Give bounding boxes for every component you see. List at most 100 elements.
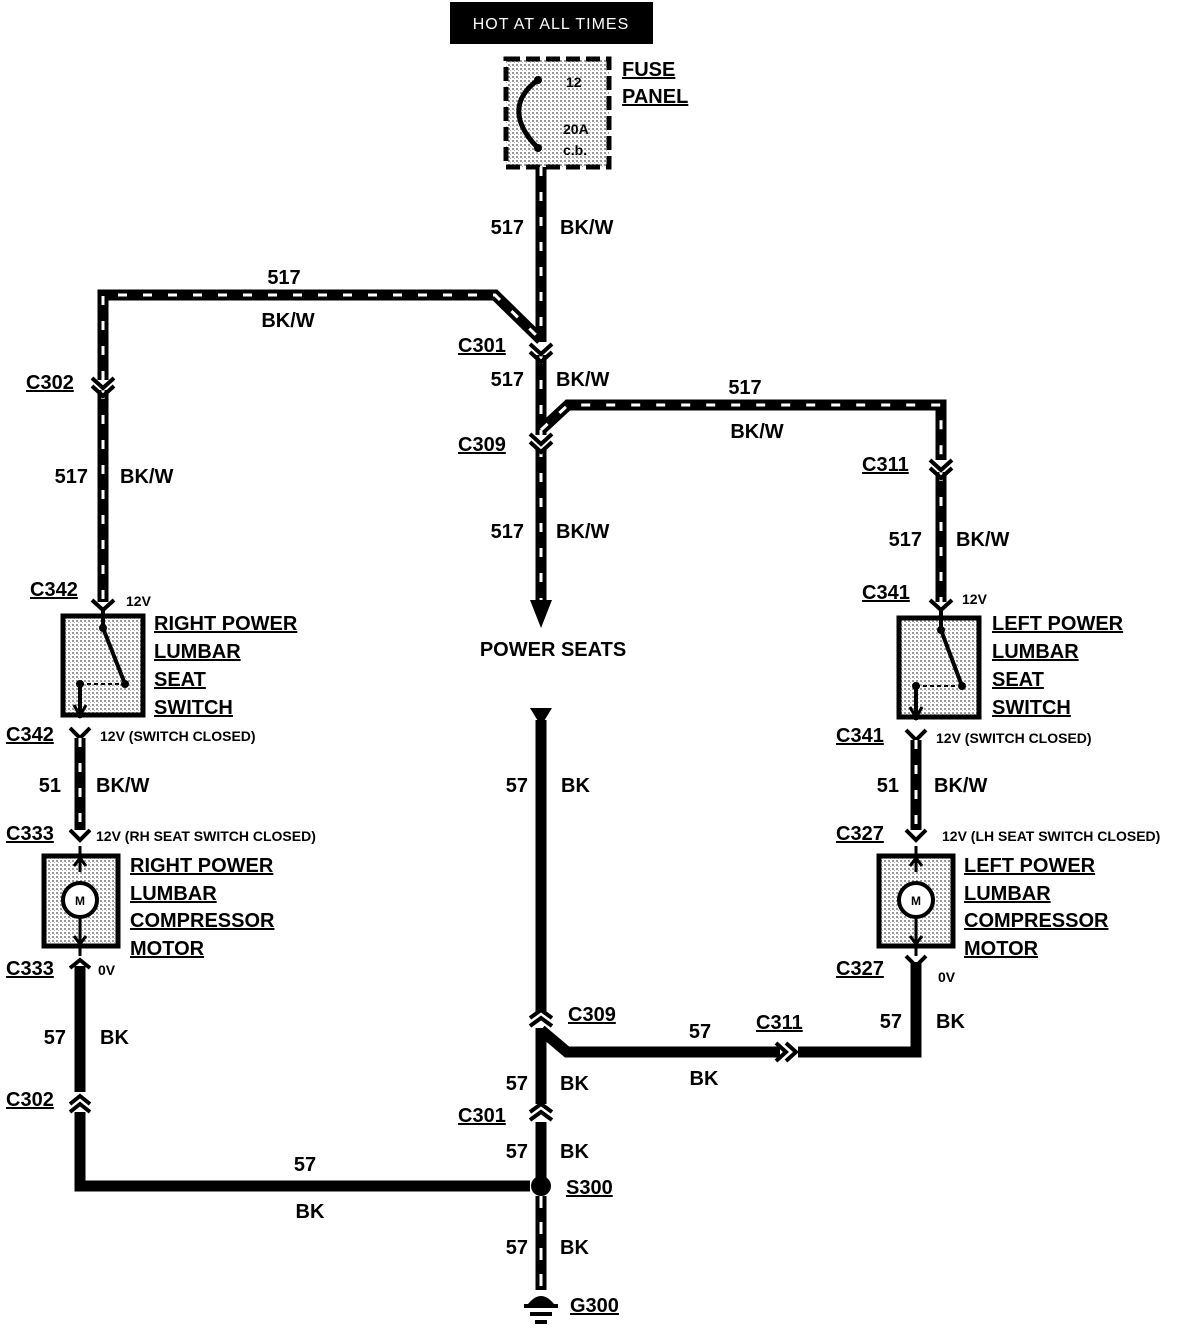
wire-517-to-power-seats: [530, 448, 552, 628]
right-switch-label-3: SEAT: [154, 669, 206, 691]
wire-57-to-c311: [537, 954, 928, 1063]
wire-51-right: [68, 726, 92, 843]
right-lumbar-compressor-motor: M: [41, 846, 121, 956]
wire-color-bk-d: BK: [100, 1027, 129, 1049]
right-motor-label-2: LUMBAR: [130, 883, 217, 905]
voltage-right-switch-closed: 12V (SWITCH CLOSED): [100, 728, 256, 744]
connector-c309-bottom-symbol: [528, 1007, 554, 1028]
wire-color-bk-g: BK: [296, 1201, 325, 1223]
right-motor-label-1: RIGHT POWER: [130, 855, 274, 877]
right-motor-symbol: M: [75, 894, 85, 908]
connector-c333-bottom: C333: [6, 958, 54, 980]
wire-517-left-branch: [97, 289, 545, 380]
left-motor-symbol: M: [911, 894, 921, 908]
left-switch-label-1: LEFT POWER: [992, 613, 1124, 635]
connector-c311-top-symbol: [928, 458, 954, 481]
right-switch-label-4: SWITCH: [154, 697, 233, 719]
wire-label-517-a: 517: [491, 217, 524, 239]
fuse-type: c.b.: [563, 142, 587, 158]
voltage-0v-left: 0V: [938, 969, 956, 985]
wire-color-bkw-b: BK/W: [261, 310, 314, 332]
connector-c342-bottom: C342: [6, 724, 54, 746]
fuse-panel: 12 20A c.b. FUSE PANEL: [503, 56, 688, 170]
wire-label-517-f: 517: [55, 466, 88, 488]
left-motor-label-3: COMPRESSOR: [964, 910, 1109, 932]
left-lumbar-seat-switch: [896, 610, 982, 722]
wire-color-bkw-f: BK/W: [120, 466, 173, 488]
wire-color-bkw-c: BK/W: [556, 369, 609, 391]
left-switch-label-4: SWITCH: [992, 697, 1071, 719]
wire-label-57-c: 57: [880, 1011, 902, 1033]
wire-label-57-a: 57: [506, 775, 528, 797]
wire-label-51-left: 51: [877, 775, 899, 797]
voltage-12v-right: 12V: [126, 593, 152, 609]
hot-at-all-times-banner: HOT AT ALL TIMES: [450, 2, 653, 44]
switch-blade-icon: [939, 629, 964, 687]
arrow-to-power-seats: [530, 600, 552, 628]
left-switch-label-2: LUMBAR: [992, 641, 1079, 663]
connector-c301-top: C301: [458, 335, 506, 357]
wire-color-bk-c: BK: [936, 1011, 965, 1033]
connector-c311-bottom: C311: [756, 1012, 803, 1034]
wire-color-bkw-a: BK/W: [560, 217, 613, 239]
connector-c301-bottom: C301: [458, 1105, 506, 1127]
voltage-12v-left: 12V: [962, 591, 988, 607]
wire-color-bk-e: BK: [560, 1073, 589, 1095]
right-motor-label-3: COMPRESSOR: [130, 910, 275, 932]
splice-s300-dot: [531, 1176, 551, 1196]
wire-label-57-e: 57: [506, 1073, 528, 1095]
wire-label-517-e: 517: [491, 521, 524, 543]
left-lumbar-compressor-motor: M: [876, 846, 956, 956]
circuit-breaker-icon: [516, 77, 540, 150]
connector-c309-top-symbol: [528, 432, 554, 455]
connector-c341-bottom: C341: [836, 725, 884, 747]
voltage-lh-seat-switch-closed: 12V (LH SEAT SWITCH CLOSED): [942, 828, 1160, 844]
fuse-number: 12: [566, 74, 582, 90]
connector-c341-top: C341: [862, 582, 910, 604]
voltage-left-switch-closed: 12V (SWITCH CLOSED): [936, 730, 1092, 746]
connector-c309-bottom: C309: [568, 1004, 616, 1026]
arrow-from-power-seats: [530, 708, 552, 726]
left-motor-label-2: LUMBAR: [964, 883, 1051, 905]
connector-c342-top: C342: [30, 579, 78, 601]
wire-label-57-h: 57: [506, 1237, 528, 1259]
power-seats-label: POWER SEATS: [480, 639, 626, 661]
wire-517-right-branch: [537, 399, 947, 460]
wire-label-517-d: 517: [728, 377, 761, 399]
wire-color-bkw-i: BK/W: [934, 775, 987, 797]
wire-color-bkw-e: BK/W: [556, 521, 609, 543]
wire-label-517-g: 517: [889, 529, 922, 551]
wire-color-bk-f: BK: [560, 1141, 589, 1163]
connector-c327-bottom: C327: [836, 958, 884, 980]
connector-c301-bottom-symbol: [528, 1101, 554, 1122]
right-switch-label-2: LUMBAR: [154, 641, 241, 663]
right-switch-label-1: RIGHT POWER: [154, 613, 298, 635]
wire-color-bk-b: BK: [690, 1068, 719, 1090]
switch-blade-icon: [101, 627, 127, 685]
right-motor-label-4: MOTOR: [130, 938, 205, 960]
wire-color-bk-a: BK: [561, 775, 590, 797]
connector-c311-top: C311: [862, 454, 909, 476]
fuse-rating: 20A: [563, 121, 589, 137]
voltage-0v-right: 0V: [98, 962, 116, 978]
connector-c301-top-symbol: [528, 342, 554, 365]
left-switch-label-3: SEAT: [992, 669, 1044, 691]
wire-57-left: [68, 957, 530, 1192]
ground-g300-label: G300: [570, 1295, 619, 1317]
connector-c309-top: C309: [458, 434, 506, 456]
wire-color-bkw-h: BK/W: [96, 775, 149, 797]
connector-c302-bottom: C302: [6, 1089, 54, 1111]
wire-label-57-g: 57: [294, 1154, 316, 1176]
connector-c302-top-symbol: [90, 376, 116, 399]
splice-s300-label: S300: [566, 1177, 613, 1199]
voltage-rh-seat-switch-closed: 12V (RH SEAT SWITCH CLOSED): [96, 828, 316, 844]
right-lumbar-seat-switch: [60, 610, 146, 720]
wire-color-bk-h: BK: [560, 1237, 589, 1259]
connector-c333-top: C333: [6, 823, 54, 845]
left-motor-label-1: LEFT POWER: [964, 855, 1096, 877]
ground-g300-icon: [524, 1296, 558, 1324]
wire-51-left: [904, 728, 928, 843]
fuse-label-2: PANEL: [622, 86, 688, 108]
connector-c327-top: C327: [836, 823, 884, 845]
